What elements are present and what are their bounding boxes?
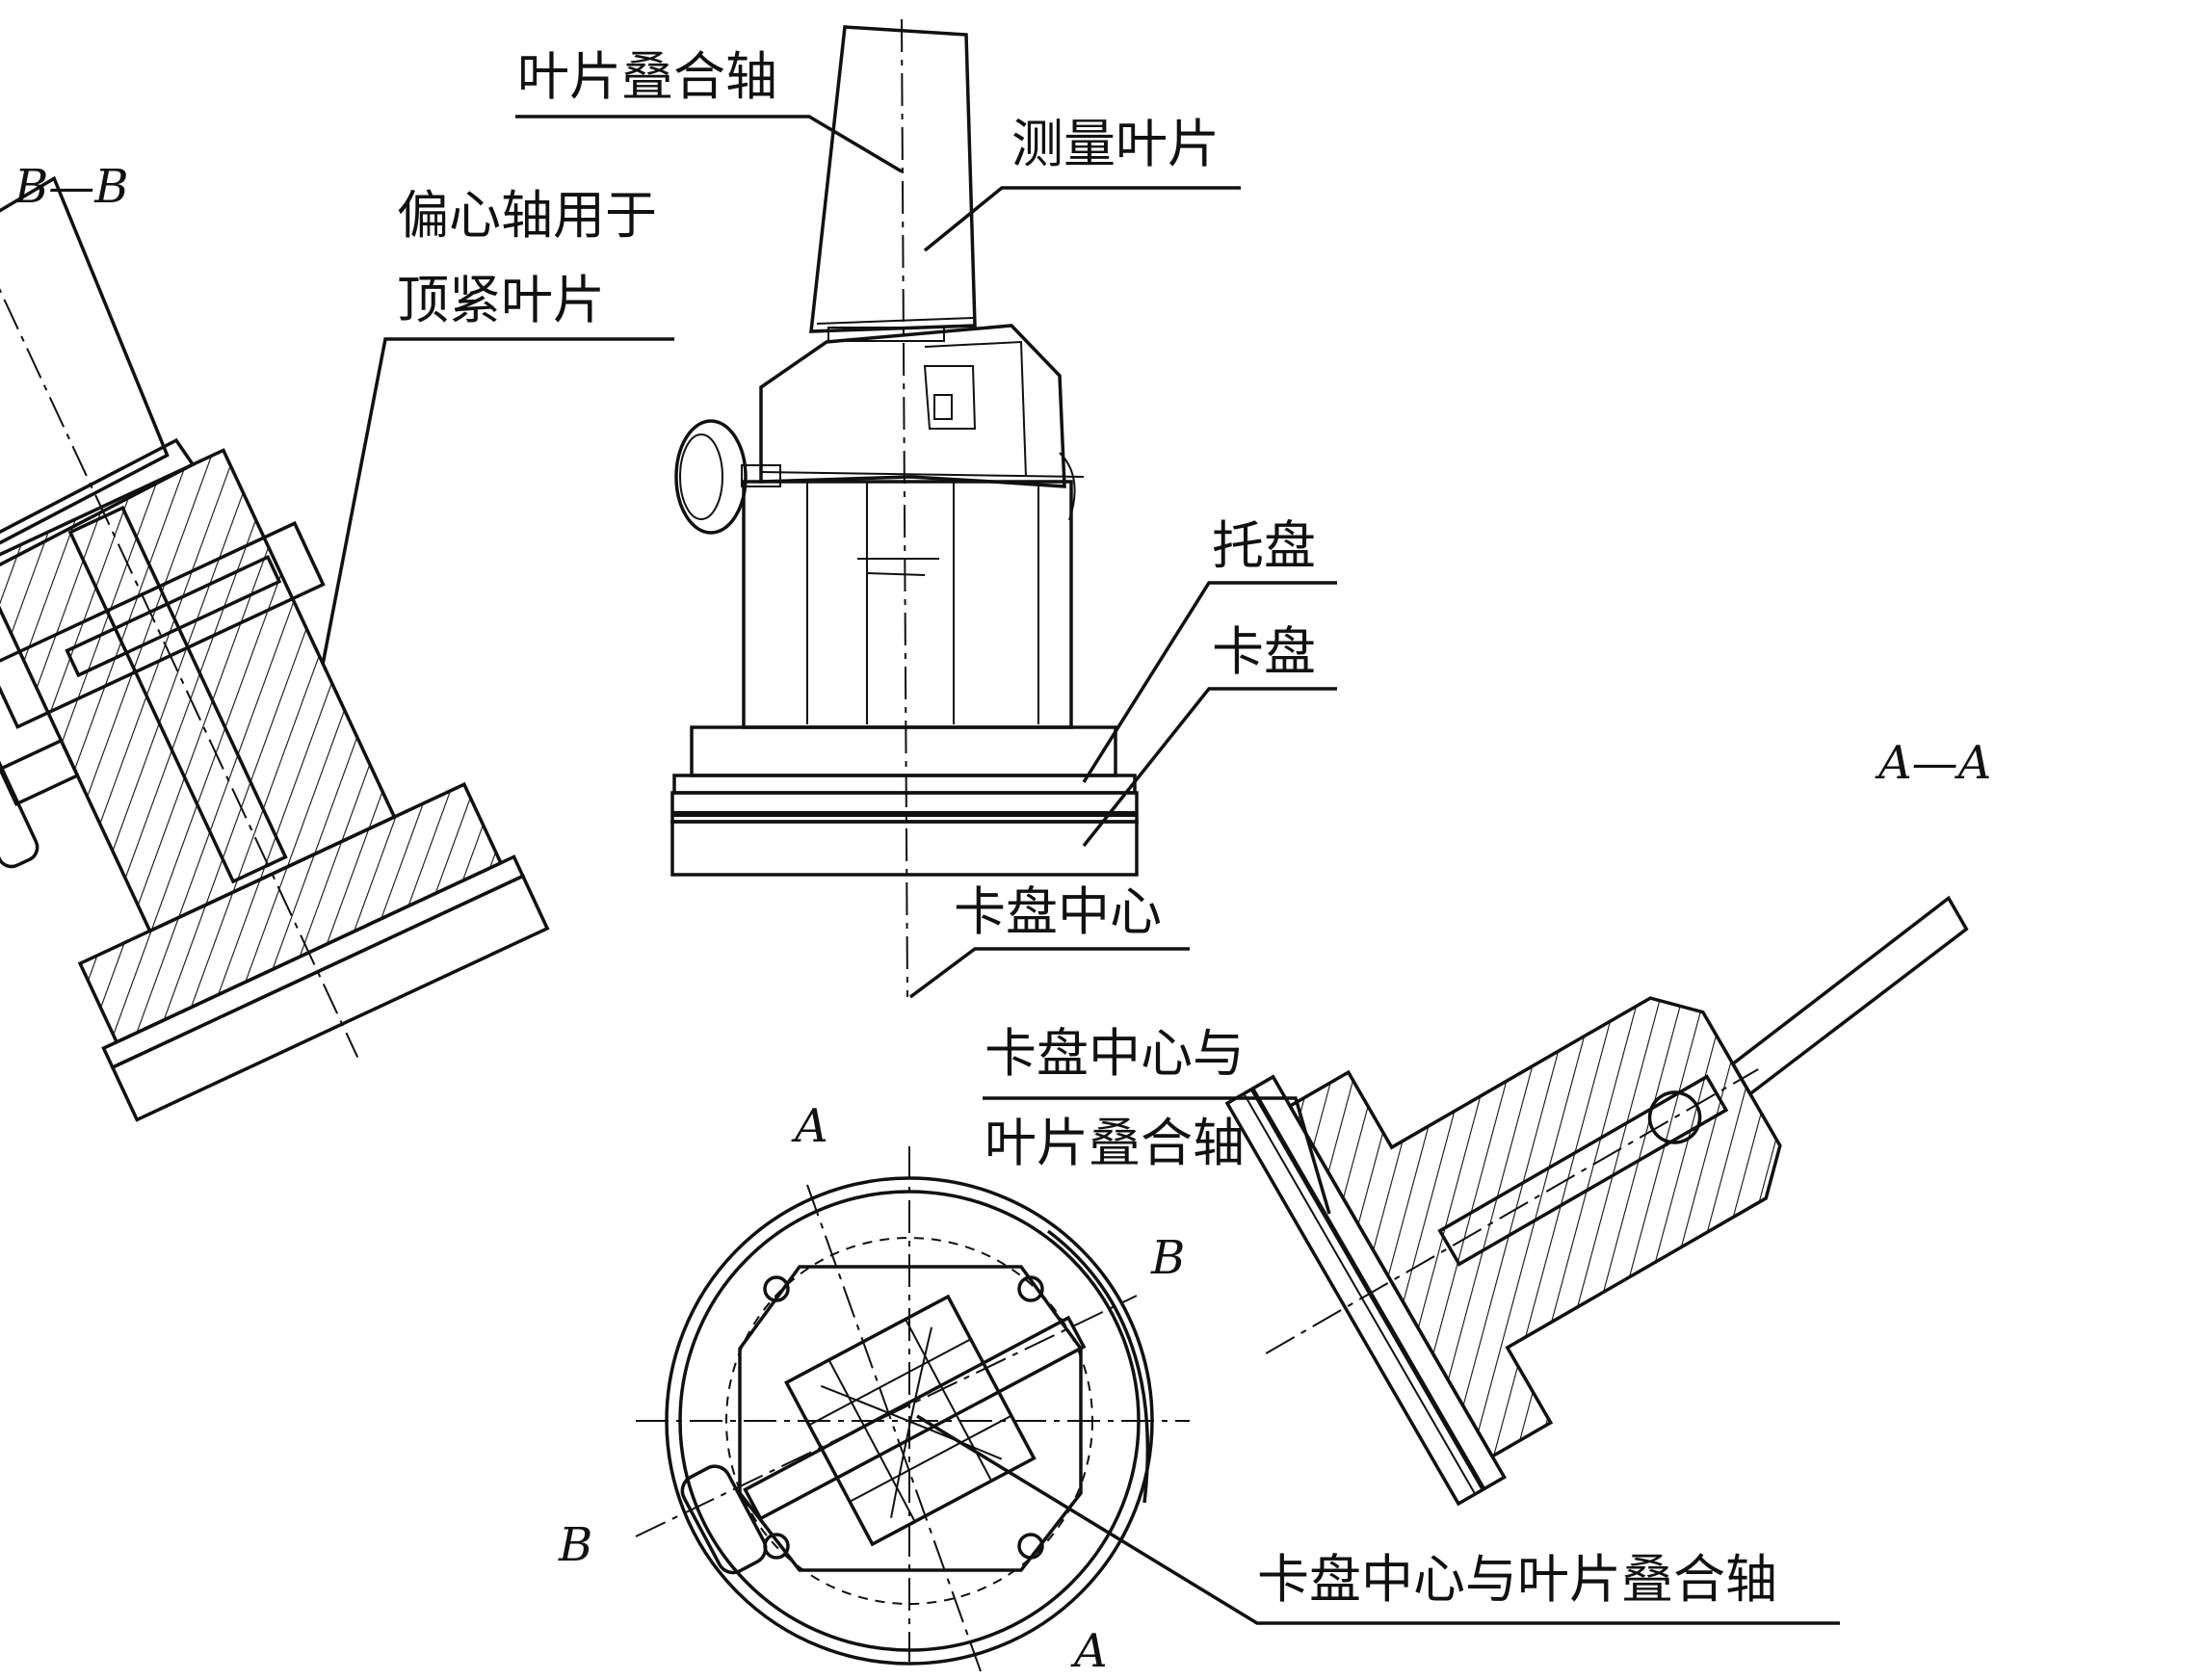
labels: 叶片叠合轴 测量叶片 偏心轴用于 顶紧叶片 托盘 卡盘 卡盘中心 卡盘中心与 叶… (13, 46, 1991, 1678)
label-chuck-center: 卡盘中心 (954, 881, 1162, 942)
section-line-a (806, 1184, 982, 1672)
pallet (672, 774, 1137, 795)
stacking-axis-centerline (901, 18, 908, 998)
section-label-a-bottom: A (1070, 1624, 1108, 1678)
label-chuck-center-axis: 卡盘中心与叶片叠合轴 (1257, 1549, 1777, 1610)
section-knob[interactable] (0, 722, 41, 871)
section-blade (0, 175, 170, 554)
plan-view (635, 1146, 1190, 1672)
label-stacking-axis: 叶片叠合轴 (517, 46, 777, 107)
chuck (670, 791, 1139, 824)
leader-chuck-center-axis (983, 1096, 1331, 1215)
label-chuck-center-axis-line2: 叶片叠合轴 (984, 1113, 1245, 1173)
clamp-head (759, 324, 1066, 488)
support-column (742, 480, 1073, 729)
leader-stacking-axis (515, 115, 903, 173)
label-chuck-center-axis-line1: 卡盘中心与 (984, 1023, 1245, 1084)
plan-knob[interactable] (677, 1461, 772, 1579)
leader-eccentric (321, 337, 674, 666)
front-view (670, 18, 1139, 998)
section-label-b-right: B (1150, 1231, 1185, 1285)
leader-chuck (1082, 687, 1337, 848)
leader-chuck-center (908, 947, 1190, 999)
section-label-a-top: A (791, 1099, 828, 1153)
leader-pallet (1082, 581, 1337, 783)
eccentric-knob[interactable] (674, 419, 748, 535)
plan-clamp-body (784, 1294, 1037, 1547)
leader-measured-blade (923, 186, 1241, 252)
label-measured-blade: 测量叶片 (1011, 114, 1220, 174)
label-pallet: 托盘 (1212, 515, 1316, 576)
section-body (1287, 996, 1782, 1459)
chuck-blade-axis-line (1265, 1068, 1759, 1354)
measured-blade-body (809, 25, 977, 333)
base-block (690, 725, 1117, 777)
section-b-b (0, 175, 550, 1122)
section-line-b (635, 1295, 1138, 1537)
section-label-b-left: B (558, 1518, 592, 1572)
section-label-aa: A—A (1875, 736, 1991, 790)
bolt-holes (763, 1275, 1044, 1560)
section-a-a (1224, 895, 1969, 1507)
leader-chuck-center-axis-plan (916, 1414, 1840, 1625)
label-chuck: 卡盘 (1212, 621, 1316, 682)
label-eccentric-line2: 顶紧叶片 (397, 270, 605, 330)
section-label-bb: B—B (13, 160, 129, 214)
label-eccentric-line1: 偏心轴用于 (397, 185, 657, 246)
section-blade-tip (1730, 895, 1969, 1097)
leader-lines (321, 115, 1840, 1625)
